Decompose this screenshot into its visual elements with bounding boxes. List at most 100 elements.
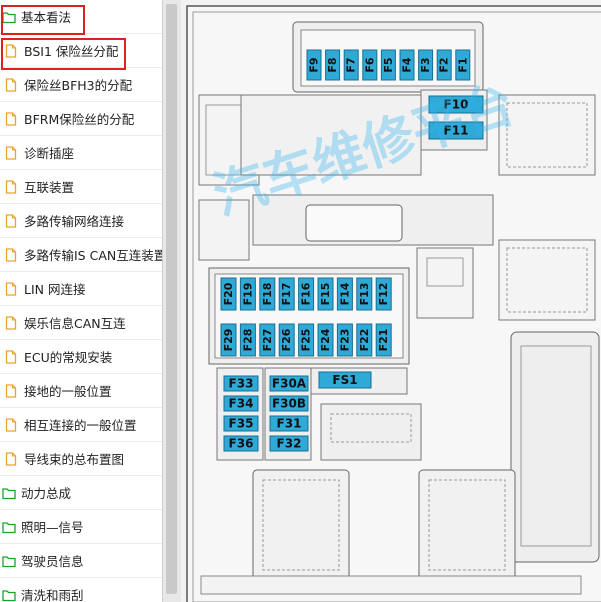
fuse-label: F25 <box>300 329 313 352</box>
fuse-label: F4 <box>401 57 414 73</box>
sidebar-item-label: 保险丝BFH3的分配 <box>24 78 133 93</box>
sidebar-item[interactable]: 诊断插座 <box>0 136 162 170</box>
fuse-label: F15 <box>319 283 332 306</box>
fuse-slot <box>269 435 309 452</box>
fuse-label: F30B <box>272 397 306 411</box>
fuse-label: F9 <box>308 57 321 72</box>
sidebar-item[interactable]: 相互连接的一般位置 <box>0 408 162 442</box>
sidebar-item[interactable]: 接地的一般位置 <box>0 374 162 408</box>
fuse-label: F35 <box>229 417 254 431</box>
scroll-thumb[interactable] <box>166 4 177 594</box>
fuse-label: F14 <box>338 282 351 305</box>
sidebar-item-label: 相互连接的一般位置 <box>24 418 137 433</box>
fuse-slot <box>278 277 295 311</box>
fuse-label: F34 <box>229 397 254 411</box>
fuse-label: F7 <box>345 57 358 72</box>
document-icon <box>5 281 19 296</box>
fuse-label: F10 <box>444 98 469 112</box>
document-icon <box>5 451 19 466</box>
sidebar-item-label: 驾驶员信息 <box>21 554 84 569</box>
fuse-label: F26 <box>280 328 293 351</box>
document-icon <box>5 383 19 398</box>
fuse-slot <box>362 49 378 81</box>
fuse-slot <box>325 49 341 81</box>
sidebar-item[interactable]: 动力总成 <box>0 476 162 510</box>
fuse-slot <box>375 323 392 357</box>
fuse-label: F28 <box>241 329 254 352</box>
fuse-label: F20 <box>222 282 235 305</box>
sidebar-item[interactable]: 娱乐信息CAN互连 <box>0 306 162 340</box>
sidebar-item[interactable]: BFRM保险丝的分配 <box>0 102 162 136</box>
fuse-slot <box>223 395 259 412</box>
navigation-tree: 基本看法 BSI1 保险丝分配保险丝BFH3的分配 BFRM保险丝的分配诊断插座互联… <box>0 0 162 602</box>
fuse-slot <box>428 95 484 114</box>
fuse-label: F16 <box>300 282 313 305</box>
fuse-label: F12 <box>377 283 390 306</box>
sidebar-item-label: 多路传输IS CAN互连装置 <box>24 248 162 263</box>
document-icon <box>5 349 19 364</box>
folder-icon <box>2 587 16 602</box>
document-icon <box>5 179 19 194</box>
fuse-slot <box>306 49 322 81</box>
fuse-slot <box>336 323 353 357</box>
document-icon <box>5 43 19 58</box>
sidebar-item[interactable]: 驾驶员信息 <box>0 544 162 578</box>
fuse-slot <box>380 49 396 81</box>
fuse-label: F18 <box>261 283 274 306</box>
document-icon <box>5 145 19 160</box>
fuse-slot <box>343 49 359 81</box>
sidebar-item-label: 娱乐信息CAN互连 <box>24 316 126 331</box>
fuse-label: F30A <box>272 377 307 391</box>
sidebar-item[interactable]: LIN 网连接 <box>0 272 162 306</box>
fuse-slot <box>239 323 256 357</box>
fuse-slot <box>356 277 373 311</box>
sidebar-item-label: 多路传输网络连接 <box>24 214 125 229</box>
folder-icon <box>2 519 16 534</box>
fuse-slot <box>455 49 471 81</box>
sidebar-scrollbar[interactable] <box>162 0 182 602</box>
sidebar-item-label: 基本看法 <box>21 10 72 25</box>
fuse-slot <box>356 323 373 357</box>
fuse-slot <box>375 277 392 311</box>
folder-icon <box>2 553 16 568</box>
fuse-label: F8 <box>326 57 339 72</box>
sidebar-item[interactable]: 保险丝BFH3的分配 <box>0 68 162 102</box>
sidebar-item[interactable]: 互联装置 <box>0 170 162 204</box>
fuse-label: F13 <box>358 283 371 306</box>
sidebar-item[interactable]: 基本看法 <box>0 0 162 34</box>
fuse-slot <box>239 277 256 311</box>
fuse-label: F33 <box>229 377 254 391</box>
sidebar-item[interactable]: 多路传输网络连接 <box>0 204 162 238</box>
folder-icon <box>2 9 16 24</box>
sidebar-item[interactable]: BSI1 保险丝分配 <box>0 34 162 68</box>
fuse-label: F22 <box>358 329 371 352</box>
fuse-slot <box>220 277 237 311</box>
document-icon <box>5 417 19 432</box>
document-icon <box>5 213 19 228</box>
sidebar-item-label: BSI1 保险丝分配 <box>24 44 119 59</box>
fuse-slot <box>298 323 315 357</box>
fuse-slot <box>269 375 309 392</box>
sidebar-item[interactable]: ECU的常规安装 <box>0 340 162 374</box>
fuse-label: F19 <box>241 283 254 306</box>
fuse-label: F2 <box>438 57 451 72</box>
sidebar-item[interactable]: 照明—信号 <box>0 510 162 544</box>
fuse-label: F36 <box>229 437 254 451</box>
fuse-slot <box>418 49 434 81</box>
fuse-slot <box>259 277 276 311</box>
fuse-label: F3 <box>419 57 432 72</box>
folder-icon <box>2 485 16 500</box>
fuse-label: F1 <box>456 57 469 72</box>
sidebar-item-label: ECU的常规安装 <box>24 350 113 365</box>
sidebar-item[interactable]: 导线束的总布置图 <box>0 442 162 476</box>
fuse-slot <box>259 323 276 357</box>
fuse-label: F32 <box>277 437 302 451</box>
fuse-slot <box>223 375 259 392</box>
sidebar-item[interactable]: 多路传输IS CAN互连装置 <box>0 238 162 272</box>
sidebar-item[interactable]: 清洗和雨刮 <box>0 578 162 602</box>
fuse-label: F24 <box>319 328 332 351</box>
sidebar-item-label: 诊断插座 <box>24 146 75 161</box>
sidebar-item-label: 清洗和雨刮 <box>21 588 84 602</box>
fuse-slot <box>223 415 259 432</box>
